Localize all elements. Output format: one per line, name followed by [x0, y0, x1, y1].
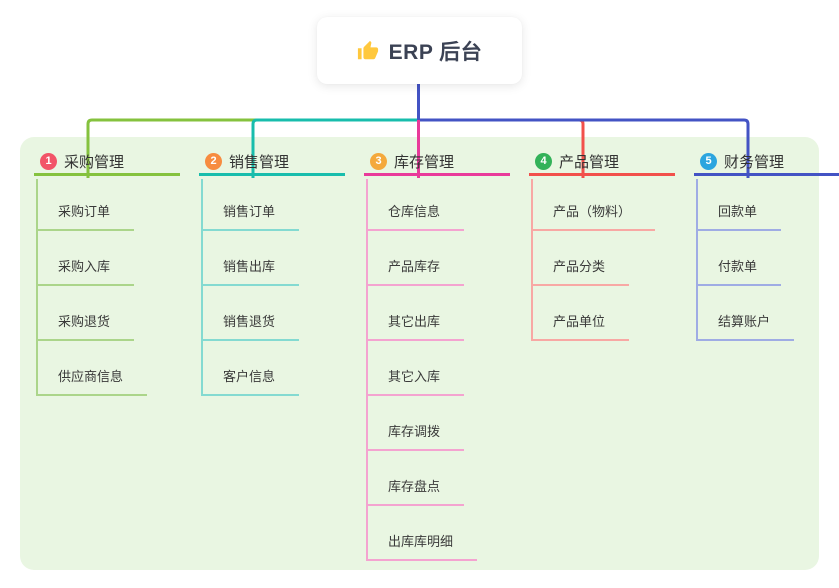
branch-number-badge: 4 [535, 153, 552, 170]
leaf-node[interactable]: 库存调拨 [366, 423, 465, 451]
leaf-node[interactable]: 产品分类 [531, 258, 630, 286]
leaf-node[interactable]: 销售退货 [201, 313, 300, 341]
thumbs-up-icon [357, 40, 378, 59]
root-node[interactable]: ERP 后台 [317, 17, 522, 84]
branch-tree-line [531, 179, 533, 341]
leaf-node[interactable]: 其它入库 [366, 368, 465, 396]
branch-node-label: 销售管理 [229, 154, 290, 171]
branch-node-2[interactable]: 2 销售管理 [199, 150, 345, 176]
leaf-node[interactable]: 销售订单 [201, 203, 300, 231]
leaf-node[interactable]: 库存盘点 [366, 478, 465, 506]
branch-tree-line [696, 179, 698, 341]
branch-node-3[interactable]: 3 库存管理 [364, 150, 510, 176]
leaf-node[interactable]: 付款单 [696, 258, 782, 286]
leaf-node[interactable]: 出库库明细 [366, 533, 478, 561]
branch-node-label: 财务管理 [724, 154, 785, 171]
leaf-node[interactable]: 回款单 [696, 203, 782, 231]
branch-number-badge: 2 [205, 153, 222, 170]
leaf-node[interactable]: 客户信息 [201, 368, 300, 396]
leaf-node[interactable]: 采购入库 [36, 258, 135, 286]
branch-node-label: 采购管理 [64, 154, 125, 171]
branch-node-5[interactable]: 5 财务管理 [694, 150, 839, 176]
root-node-label: ERP 后台 [388, 40, 483, 64]
leaf-node[interactable]: 产品（物料） [531, 203, 656, 231]
leaf-node[interactable]: 产品单位 [531, 313, 630, 341]
leaf-node[interactable]: 仓库信息 [366, 203, 465, 231]
leaf-node[interactable]: 销售出库 [201, 258, 300, 286]
leaf-node[interactable]: 采购退货 [36, 313, 135, 341]
branch-number-badge: 5 [700, 153, 717, 170]
branch-number-badge: 1 [40, 153, 57, 170]
leaf-node[interactable]: 采购订单 [36, 203, 135, 231]
branch-node-4[interactable]: 4 产品管理 [529, 150, 675, 176]
branch-node-label: 产品管理 [559, 154, 620, 171]
branch-tree-line [36, 179, 38, 396]
leaf-node[interactable]: 其它出库 [366, 313, 465, 341]
branch-node-1[interactable]: 1 采购管理 [34, 150, 180, 176]
leaf-node[interactable]: 结算账户 [696, 313, 795, 341]
branch-number-badge: 3 [370, 153, 387, 170]
branch-tree-line [201, 179, 203, 396]
branch-tree-line [366, 179, 368, 561]
leaf-node[interactable]: 供应商信息 [36, 368, 148, 396]
mindmap-panel [20, 137, 819, 570]
branch-node-label: 库存管理 [394, 154, 455, 171]
leaf-node[interactable]: 产品库存 [366, 258, 465, 286]
